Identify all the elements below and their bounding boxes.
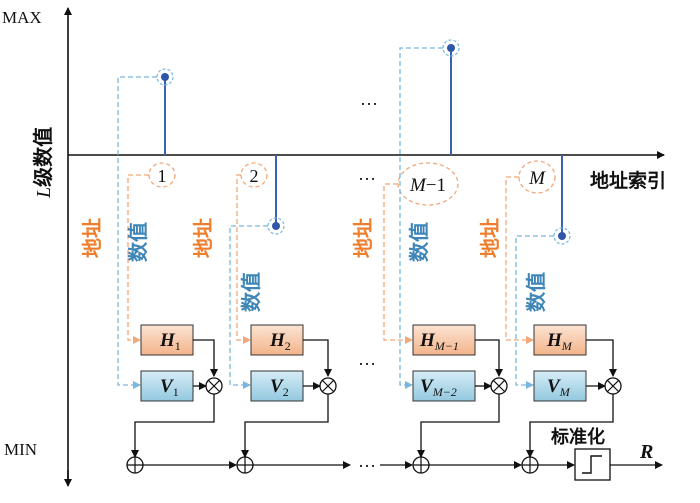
stem-m-1 [442, 39, 460, 155]
v-block-m-2 [412, 370, 476, 402]
ellipsis-top: … [360, 89, 378, 109]
stem-m-1-dot [447, 44, 455, 52]
value-path-2 [229, 225, 268, 389]
x-axis-title: 地址索引 [590, 169, 666, 192]
address-path-1 [127, 174, 149, 344]
address-label-m: 地址 [478, 218, 502, 258]
index-1-circle [148, 162, 176, 188]
index-m-circle [518, 160, 556, 194]
stem-2 [267, 155, 285, 235]
v-block-2-label: V2 [270, 376, 289, 399]
h-block-m-1-label: HM−1 [419, 330, 459, 353]
h-block-m-1 [412, 324, 476, 356]
ellipsis-axis: … [358, 164, 376, 184]
step-icon [582, 455, 602, 474]
stem-m [553, 155, 571, 245]
normalize-block [574, 448, 611, 481]
h-block-m [533, 324, 587, 356]
stem-1-dot [161, 73, 169, 81]
v-block-m-label: VM [547, 376, 571, 399]
index-2-circle [240, 162, 268, 188]
min-label: MIN [4, 440, 37, 459]
block-group-m: HM VM [521, 324, 622, 474]
address-label-1: 地址 [80, 218, 104, 258]
address-path-m-1 [383, 183, 413, 344]
normalize-label: 标准化 [550, 426, 605, 448]
address-path-m [505, 176, 534, 344]
block-group-2: H2 V2 [236, 324, 337, 474]
value-label-m: 数值 [524, 272, 548, 312]
h-block-2-label: H2 [269, 330, 291, 353]
address-label-2: 地址 [191, 218, 215, 258]
output-label: R [639, 441, 653, 463]
v-block-m-2-label: VM−2 [420, 376, 457, 399]
index-1-label: 1 [158, 166, 167, 186]
stem-1 [156, 68, 174, 155]
address-label-m-1: 地址 [351, 218, 375, 258]
h-block-m-label: HM [546, 330, 573, 353]
value-label-m-1: 数值 [407, 222, 431, 262]
value-path-m [515, 235, 554, 389]
value-path-m-1 [399, 47, 443, 389]
address-path-2 [236, 174, 251, 344]
index-2-label: 2 [250, 166, 259, 186]
max-label: MAX [2, 8, 42, 27]
v-block-1 [140, 370, 194, 402]
index-m-1-label: M−1 [409, 175, 446, 196]
ellipsis-bottom: … [358, 451, 376, 471]
value-path-1 [117, 76, 157, 389]
v-block-2 [250, 370, 304, 402]
value-label-1: 数值 [126, 222, 150, 262]
y-axis-title: L级数值 [31, 127, 55, 199]
h-block-1 [140, 324, 194, 356]
v-block-m [533, 370, 587, 402]
ellipsis-blocks: … [358, 349, 376, 369]
block-group-1: H1 V1 [126, 324, 223, 474]
block-group-m-1: HM−1 VM−2 [412, 324, 508, 474]
h-block-2 [250, 324, 304, 356]
stem-m-dot [558, 232, 566, 240]
v-block-1-label: V1 [160, 376, 179, 399]
h-block-1-label: H1 [159, 330, 181, 353]
stem-2-dot [272, 222, 280, 230]
index-m-label: M [528, 168, 546, 189]
value-label-2: 数值 [239, 272, 263, 312]
